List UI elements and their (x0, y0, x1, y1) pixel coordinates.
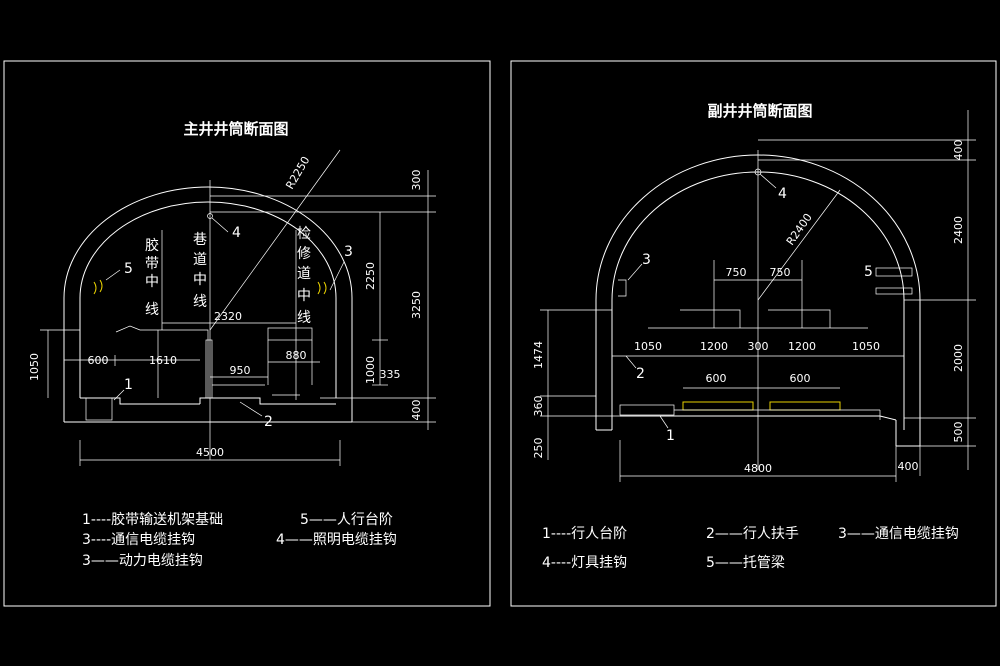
svg-text:巷: 巷 (193, 232, 207, 248)
svg-text:2250: 2250 (364, 262, 377, 290)
aux-marker-3: 3 (642, 252, 651, 268)
svg-text:500: 500 (952, 422, 965, 443)
main-tunnel-outline (63, 186, 353, 423)
svg-text:400: 400 (898, 460, 919, 473)
aux-legend-5: 5——托管梁 (706, 555, 785, 571)
svg-text:中: 中 (297, 288, 311, 304)
main-panel-frame (3, 60, 491, 607)
svg-text:4500: 4500 (196, 446, 224, 459)
marker-5: 5 (124, 261, 133, 277)
svg-text:1200: 1200 (700, 340, 728, 353)
aux-markers: 4 3 5 2 1 (625, 186, 873, 444)
aux-legend-3: 3——通信电缆挂钩 (838, 526, 959, 542)
svg-text:道: 道 (193, 252, 207, 268)
aux-legend-1: 1----行人台阶 (542, 526, 627, 542)
aux-section-title: 副井井筒断面图 (707, 102, 812, 120)
aux-tunnel-outline (595, 150, 921, 470)
main-dimensions: 600 1610 2320 950 880 4500 1050 300 (28, 170, 436, 466)
main-legend-1: 1----胶带输送机架基础 (82, 511, 223, 528)
svg-text:线: 线 (193, 294, 207, 310)
aux-panel-frame (510, 60, 997, 607)
svg-text:600: 600 (790, 372, 811, 385)
svg-text:3250: 3250 (410, 291, 423, 319)
aux-dimensions: 750 750 1050 1200 300 1200 1050 600 600 … (532, 110, 976, 482)
svg-text:880: 880 (286, 349, 307, 362)
svg-text:950: 950 (230, 364, 251, 377)
main-legend-5: 5——人行台阶 (300, 512, 393, 528)
main-markers: 4 1 2 3 5 (93, 213, 353, 430)
main-radius-line (209, 149, 341, 331)
belt-conveyor-frame (115, 325, 313, 399)
svg-text:400: 400 (410, 400, 423, 421)
svg-text:道: 道 (297, 266, 311, 282)
svg-text:750: 750 (770, 266, 791, 279)
main-legend-3a: 3----通信电缆挂钩 (82, 532, 195, 548)
svg-text:中: 中 (145, 274, 159, 290)
aux-marker-4: 4 (778, 186, 787, 202)
svg-text:胶: 胶 (145, 237, 159, 254)
svg-text:1200: 1200 (788, 340, 816, 353)
aux-marker-5: 5 (864, 264, 873, 280)
aux-radius-line (757, 189, 841, 301)
svg-text:修: 修 (297, 246, 311, 262)
svg-text:250: 250 (532, 438, 545, 459)
svg-text:2320: 2320 (214, 310, 242, 323)
main-section-title: 主井井筒断面图 (183, 120, 288, 138)
svg-text:750: 750 (726, 266, 747, 279)
marker-2: 2 (264, 414, 273, 430)
main-legend-4: 4——照明电缆挂钩 (276, 532, 397, 548)
repair-centerline-text: 检 修 道 中 线 (297, 226, 311, 326)
svg-text:300: 300 (410, 170, 423, 191)
svg-text:335: 335 (380, 368, 401, 381)
main-legend: 1----胶带输送机架基础 5——人行台阶 3----通信电缆挂钩 4——照明电… (82, 511, 397, 569)
road-centerline-text: 巷 道 中 线 (193, 232, 207, 310)
aux-shaft-panel: 副井井筒断面图 R2400 4 3 (510, 60, 997, 607)
svg-text:2000: 2000 (952, 344, 965, 372)
svg-text:300: 300 (748, 340, 769, 353)
svg-text:1050: 1050 (852, 340, 880, 353)
svg-text:1474: 1474 (532, 341, 545, 369)
marker-3: 3 (344, 244, 353, 260)
aux-legend: 1----行人台阶 2——行人扶手 3——通信电缆挂钩 4----灯具挂钩 5—… (542, 526, 959, 571)
main-shaft-panel: 主井井筒断面图 R2250 (3, 60, 491, 607)
marker-1: 1 (124, 377, 133, 393)
main-radius-label: R2250 (283, 154, 312, 191)
svg-text:1050: 1050 (28, 353, 41, 381)
svg-text:1050: 1050 (634, 340, 662, 353)
svg-text:1610: 1610 (149, 354, 177, 367)
aux-legend-4: 4----灯具挂钩 (542, 555, 627, 571)
svg-text:带: 带 (145, 256, 159, 272)
svg-text:检: 检 (297, 226, 311, 242)
svg-text:1000: 1000 (364, 356, 377, 384)
svg-text:600: 600 (706, 372, 727, 385)
svg-text:2400: 2400 (952, 216, 965, 244)
svg-text:600: 600 (88, 354, 109, 367)
svg-text:中: 中 (193, 272, 207, 288)
svg-text:400: 400 (952, 140, 965, 161)
aux-marker-2: 2 (636, 366, 645, 382)
svg-text:360: 360 (532, 396, 545, 417)
aux-legend-2: 2——行人扶手 (706, 526, 799, 542)
main-legend-3b: 3——动力电缆挂钩 (82, 553, 203, 569)
aux-marker-1: 1 (666, 428, 675, 444)
svg-text:线: 线 (297, 310, 311, 326)
svg-text:4800: 4800 (744, 462, 772, 475)
belt-centerline-text: 胶 带 中 线 (145, 237, 159, 318)
svg-text:线: 线 (145, 302, 159, 318)
marker-4: 4 (232, 225, 241, 241)
